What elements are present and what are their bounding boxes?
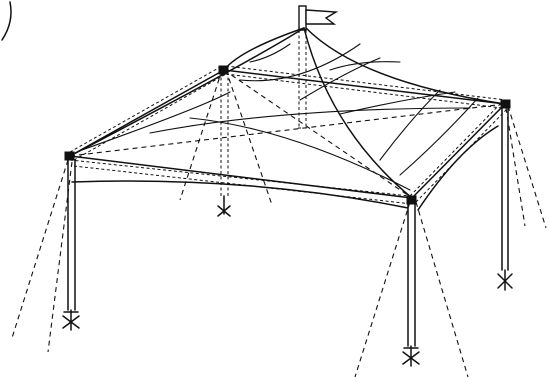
guy-line-front-left-outer	[11, 159, 69, 339]
guy-line-back-left	[179, 69, 223, 201]
frame-top-rails	[69, 65, 509, 205]
guy-line-back-right	[225, 69, 273, 206]
edge-arc	[1, 1, 12, 41]
flag-icon	[305, 9, 339, 25]
canopy-roof	[69, 27, 506, 211]
guy-line-right-outer	[507, 105, 547, 229]
guy-line-front-inner	[415, 201, 469, 377]
front-leg	[407, 203, 416, 347]
back-foot-stake-icon	[217, 195, 231, 217]
front-left-foot-stake-icon	[62, 309, 80, 331]
right-leg	[501, 107, 509, 271]
right-foot-stake-icon	[497, 269, 513, 291]
front-foot-stake-icon	[402, 345, 420, 367]
corner-fittings	[64, 65, 511, 205]
front-left-leg	[67, 159, 76, 311]
guy-line-front-outer	[354, 201, 411, 377]
guy-line-right-inner	[505, 107, 526, 227]
back-leg	[220, 72, 229, 196]
